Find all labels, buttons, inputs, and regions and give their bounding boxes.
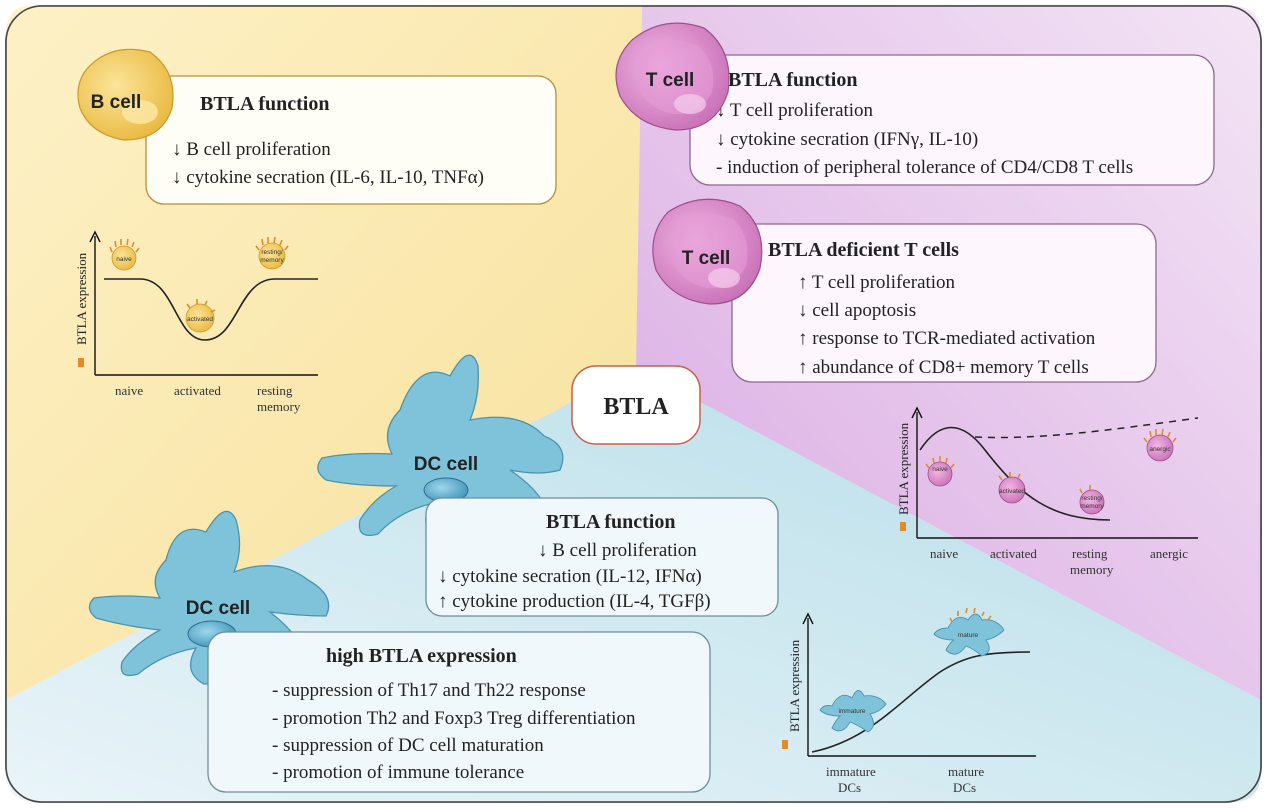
high-btla-expression-box: high BTLA expression - suppression of Th… — [207, 631, 711, 793]
dc-chart-curve — [811, 651, 1031, 753]
t-def-title: BTLA deficient T cells — [768, 239, 959, 261]
dc-expression-chart: BTLA expression immature DCs mature DCs … — [782, 607, 1036, 795]
b-chart-tick: activated — [174, 383, 221, 398]
high-box-title: high BTLA expression — [326, 645, 517, 667]
svg-text:memory: memory — [260, 257, 284, 264]
b-chart-tick: resting — [257, 383, 293, 398]
dc-chart-tick: DCs — [953, 780, 976, 795]
dc-box-line: ↓ cytokine secration (IL-12, IFNα) — [438, 566, 702, 587]
high-box-line: - suppression of Th17 and Th22 response — [272, 680, 586, 701]
dc-cell-label-2: DC cell — [186, 598, 250, 619]
t-cell-icon-1: T cell — [615, 22, 730, 131]
b-cell-expression-chart: BTLA expression naive activated resting … — [74, 230, 318, 414]
svg-text:activated: activated — [187, 316, 213, 323]
t-box-title: BTLA function — [728, 69, 857, 91]
b-box-line: ↓ cytokine secration (IL-6, IL-10, TNFα) — [172, 167, 484, 188]
b-cell-function-box: BTLA function ↓ B cell proliferation ↓ c… — [145, 75, 557, 205]
btla-receptor-icon — [78, 358, 84, 367]
t-def-line: ↑ T cell proliferation — [798, 272, 956, 293]
t-chart-naive-cell: naive — [925, 456, 955, 487]
high-box-line: - promotion of immune tolerance — [272, 762, 524, 783]
b-chart-curve — [104, 278, 318, 341]
t-chart-tick: activated — [990, 546, 1037, 561]
btla-center-label: BTLA — [603, 394, 669, 420]
high-box-line: - promotion Th2 and Foxp3 Treg different… — [272, 708, 636, 729]
t-chart-anergic-cell: anergic — [1143, 428, 1177, 462]
btla-center-box: BTLA — [571, 365, 701, 445]
svg-text:anergic: anergic — [1149, 446, 1171, 453]
b-chart-tick: naive — [115, 383, 143, 398]
dc-chart-mature-cell: mature — [933, 607, 1005, 657]
svg-text:activated: activated — [999, 488, 1025, 495]
b-box-title: BTLA function — [200, 93, 329, 115]
svg-text:memory: memory — [1080, 503, 1104, 510]
b-chart-tick: memory — [257, 399, 301, 414]
t-def-line: ↑ abundance of CD8+ memory T cells — [798, 357, 1089, 378]
t-def-line: ↓ cell apoptosis — [798, 300, 916, 321]
t-chart-resting-cell: resting/ memory — [1079, 485, 1104, 515]
t-chart-tick: resting — [1072, 546, 1108, 561]
t-chart-curve — [919, 426, 1111, 521]
t-deficient-box: BTLA deficient T cells ↑ T cell prolifer… — [731, 223, 1157, 383]
dc-chart-ylabel: BTLA expression — [787, 639, 802, 732]
t-chart-tick: memory — [1070, 562, 1114, 577]
t-chart-tick: anergic — [1150, 546, 1188, 561]
t-chart-tick: naive — [930, 546, 958, 561]
dc-chart-tick: mature — [948, 764, 984, 779]
high-box-line: - suppression of DC cell maturation — [272, 735, 544, 756]
b-chart-ylabel: BTLA expression — [74, 252, 89, 345]
t-def-line: ↑ response to TCR-mediated activation — [798, 328, 1096, 349]
t-cell-expression-chart: BTLA expression naive activated resting … — [896, 406, 1199, 577]
b-cell-label: B cell — [91, 92, 142, 113]
t-box-line: - induction of peripheral tolerance of C… — [716, 157, 1133, 178]
t-chart-activated-cell: activated — [998, 472, 1026, 504]
t-box-line: ↓ cytokine secration (IFNγ, IL-10) — [716, 129, 978, 150]
dc-chart-immature-cell: immature — [819, 690, 887, 733]
svg-text:resting/: resting/ — [1081, 495, 1103, 502]
svg-text:resting/: resting/ — [261, 249, 283, 256]
svg-text:mature: mature — [958, 632, 979, 639]
b-box-line: ↓ B cell proliferation — [172, 139, 331, 160]
dc-box-line: ↑ cytokine production (IL-4, TGFβ) — [438, 591, 711, 612]
t-cell-label-1: T cell — [646, 70, 695, 91]
btla-receptor-icon — [900, 522, 906, 531]
t-cell-icon-2: T cell — [652, 198, 763, 305]
dc-box-title: BTLA function — [546, 511, 675, 533]
b-cell-icon: B cell — [77, 48, 174, 141]
svg-text:naive: naive — [932, 466, 948, 473]
t-cell-function-box: BTLA function ↓ T cell proliferation ↓ c… — [689, 54, 1215, 186]
t-cell-label-2: T cell — [682, 248, 731, 269]
dc-box-line: ↓ B cell proliferation — [538, 540, 697, 561]
dc-chart-tick: DCs — [838, 780, 861, 795]
btla-receptor-icon — [782, 740, 788, 749]
t-box-line: ↓ T cell proliferation — [716, 100, 874, 121]
b-chart-naive-cell: naive — [109, 238, 140, 271]
dc-function-box: BTLA function ↓ B cell proliferation ↓ c… — [425, 497, 779, 617]
svg-text:naive: naive — [116, 256, 132, 263]
svg-text:immature: immature — [838, 708, 865, 715]
b-chart-activated-cell: activated — [185, 299, 216, 333]
dc-cell-label-1: DC cell — [414, 454, 478, 475]
t-chart-ylabel: BTLA expression — [896, 422, 911, 515]
b-chart-memory-cell: resting/ memory — [255, 236, 289, 270]
dc-chart-tick: immature — [826, 764, 876, 779]
